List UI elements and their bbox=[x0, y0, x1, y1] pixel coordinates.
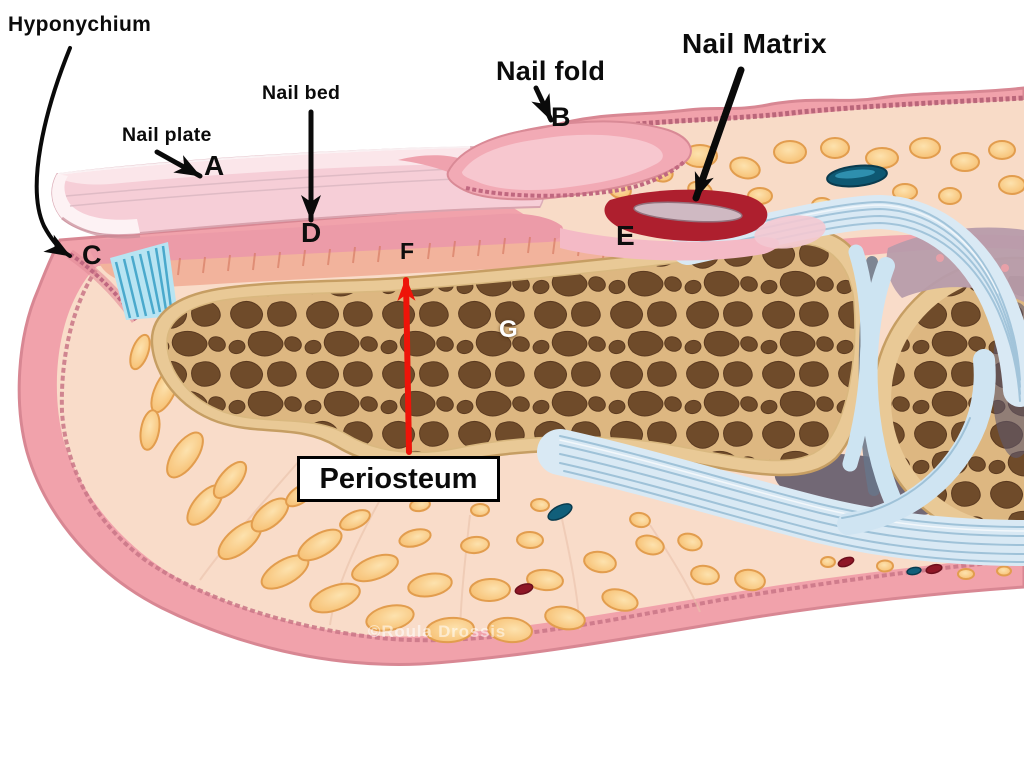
flexor-tendon bbox=[537, 349, 1024, 566]
dermis-boundary-volar bbox=[59, 268, 1024, 643]
nail-bed-band bbox=[90, 213, 564, 264]
nail-fold-pointer-arrow bbox=[531, 85, 554, 123]
dorsal-vessel bbox=[826, 164, 888, 188]
marker-e: E bbox=[616, 220, 635, 251]
label-periosteum-box: Periosteum bbox=[297, 456, 500, 502]
label-hyponychium: Hyponychium bbox=[8, 13, 152, 36]
annotation-arrows bbox=[34, 46, 745, 455]
label-nail-matrix: Nail Matrix bbox=[682, 28, 827, 59]
middle-phalanx-trabeculae bbox=[891, 276, 1024, 524]
dermis-boundary-dorsal bbox=[458, 95, 1024, 182]
pulp-fat-lobules bbox=[129, 333, 1012, 644]
marker-a: A bbox=[204, 150, 225, 181]
marker-b: B bbox=[551, 102, 571, 132]
label-nail-plate: Nail plate bbox=[122, 124, 212, 146]
marker-f: F bbox=[400, 238, 415, 264]
periosteum-band bbox=[100, 241, 650, 288]
pulp-vessels bbox=[514, 503, 943, 595]
label-nail-fold: Nail fold bbox=[496, 56, 606, 86]
lunula-band bbox=[560, 228, 780, 261]
periosteum-pointer-arrow bbox=[397, 277, 416, 455]
nail-plate-pointer-arrow bbox=[154, 149, 203, 179]
matrix-pale-edge bbox=[754, 215, 826, 249]
hyponychium-streak-jag bbox=[68, 252, 138, 322]
marker-g: G bbox=[499, 316, 518, 343]
cartilage-head bbox=[859, 257, 907, 521]
nail-fold-flap bbox=[398, 120, 692, 201]
hyponychium-pointer-arrow bbox=[34, 46, 72, 258]
marker-c: C bbox=[82, 240, 102, 270]
artist-watermark: ©Roula Drossis bbox=[368, 622, 507, 641]
label-nail-bed: Nail bed bbox=[262, 82, 341, 104]
ligament-fibers bbox=[110, 242, 178, 320]
marker-d: D bbox=[301, 217, 322, 248]
nail-root bbox=[633, 201, 743, 223]
nail-matrix-pointer-arrow bbox=[692, 66, 745, 202]
